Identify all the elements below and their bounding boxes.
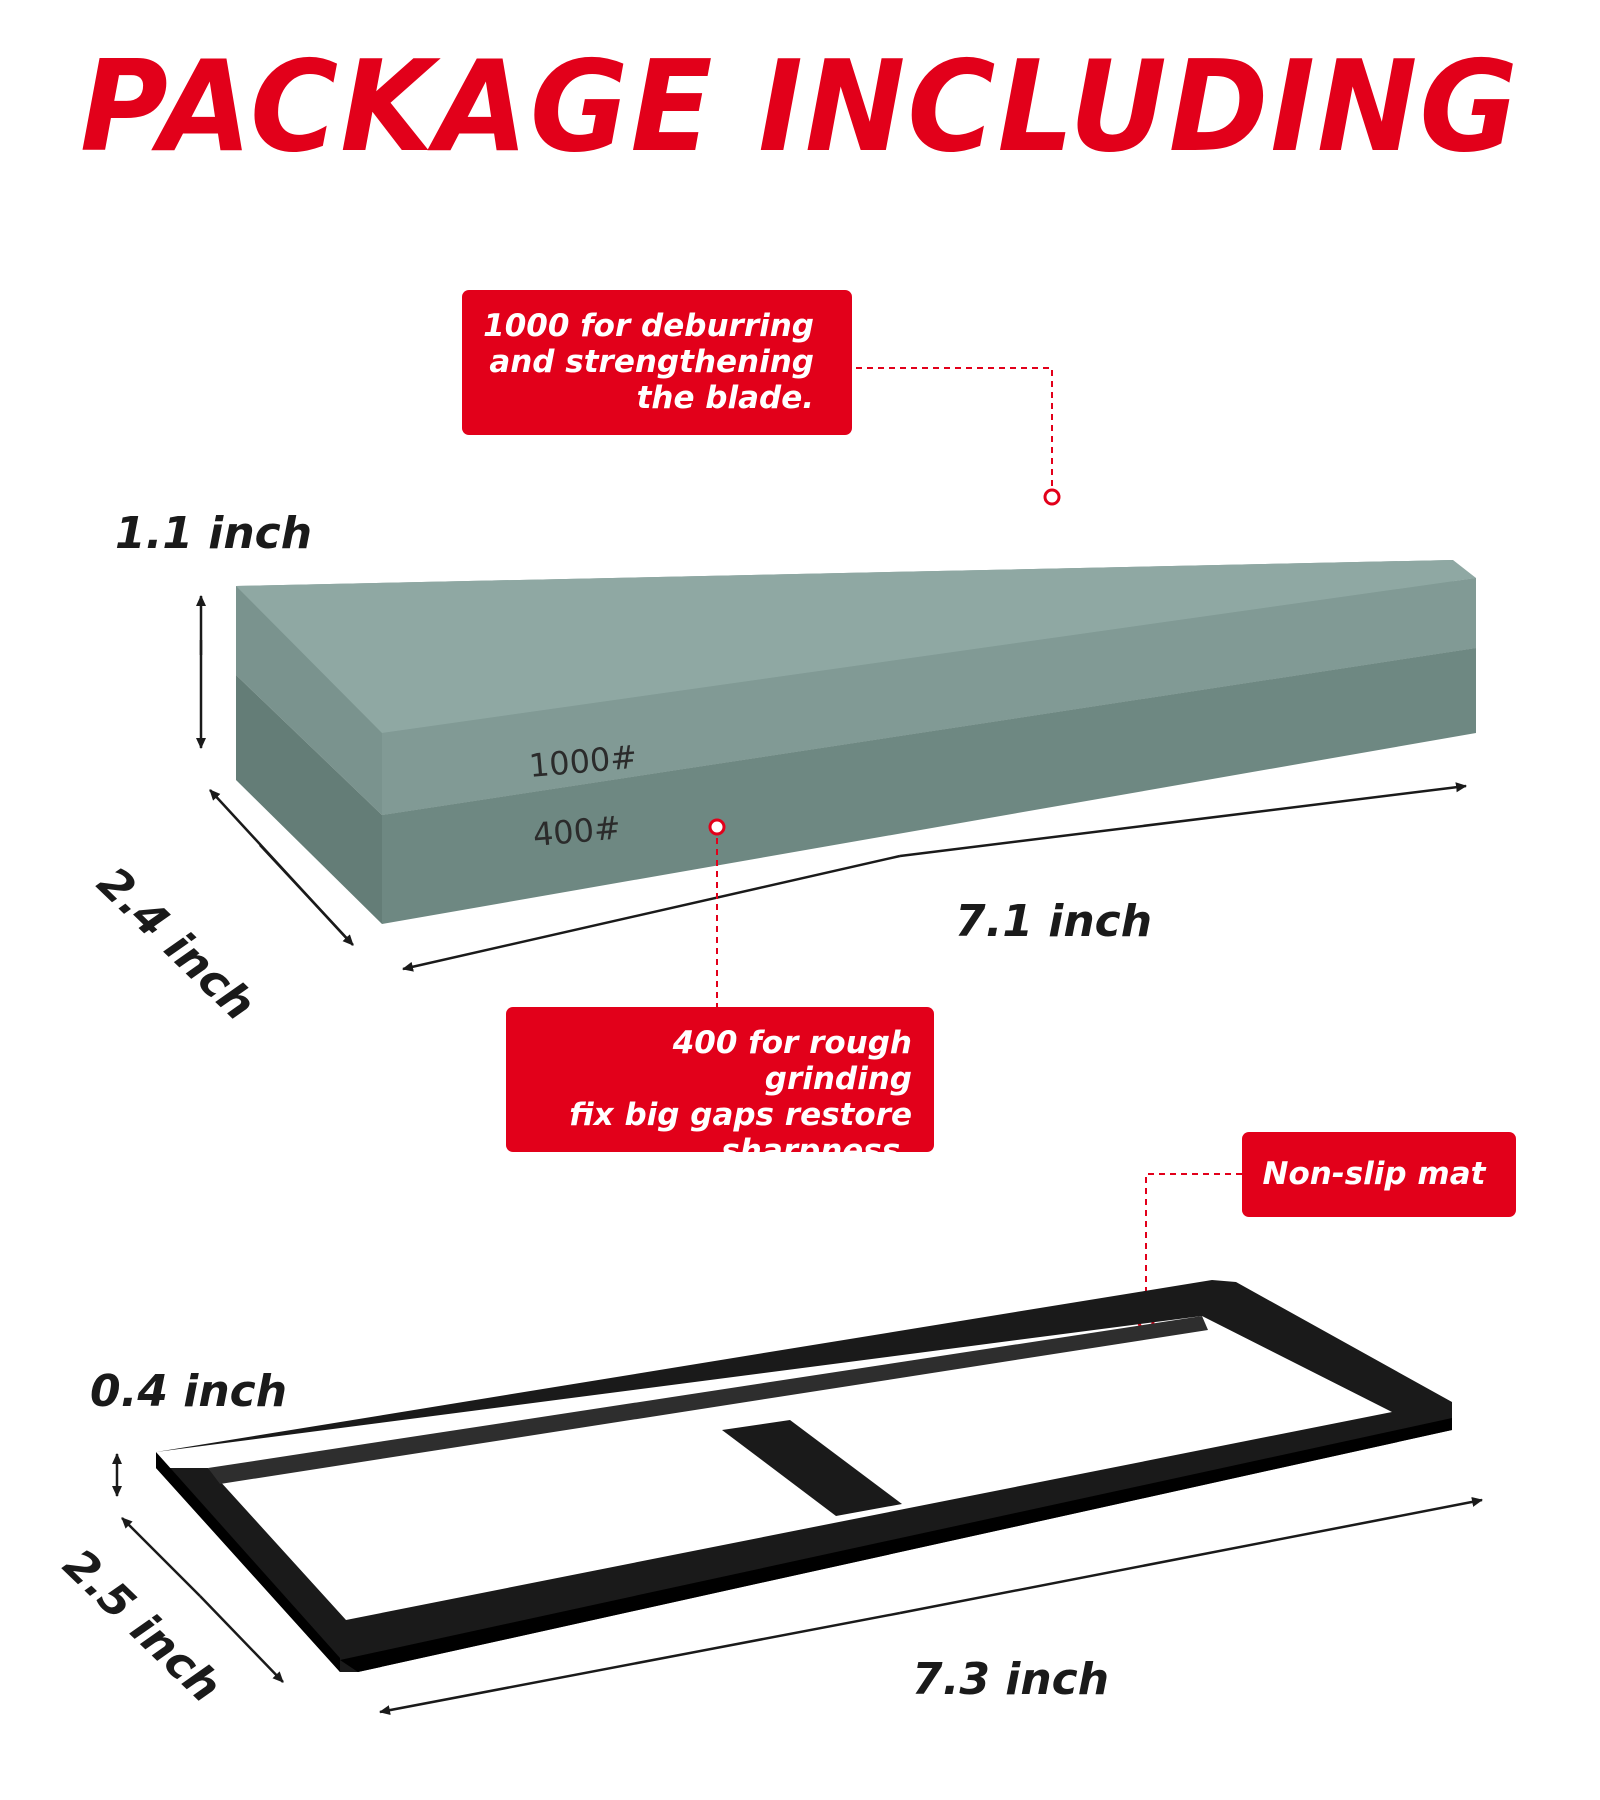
mat-center-divider [722, 1420, 902, 1516]
whetstone-left-upper [236, 586, 382, 815]
mat-depth-arrow-end [199, 1595, 284, 1683]
callout-coarse-line-2: fix big gaps restore [569, 1097, 912, 1133]
callout-coarse-line-3: sharpness. [721, 1133, 912, 1169]
stone-length-arrow [899, 782, 1467, 858]
whetstone-top-slab [236, 560, 1476, 733]
leader-fine [856, 367, 1053, 497]
mat-length-label: 7.3 inch [912, 1654, 1110, 1705]
mat-depth-arrow [121, 1517, 201, 1597]
callout-coarse-line-1: 400 for rough grinding [672, 1025, 912, 1097]
whetstone-front-upper [382, 578, 1476, 815]
whetstone-left-lower [236, 675, 382, 924]
stone-height-label: 1.1 inch [115, 508, 313, 559]
whetstone-front-lower [382, 648, 1476, 924]
stone-length-arrow-start [402, 854, 901, 972]
non-slip-mat [156, 1280, 1452, 1672]
mat-front-edge [340, 1418, 1452, 1672]
page-title: PACKAGE INCLUDING [80, 34, 1520, 181]
mat-inner-rim [208, 1316, 1208, 1484]
leader-coarse-dot [708, 818, 726, 836]
stone-length-label: 7.1 inch [955, 896, 1153, 947]
mat-left-edge [156, 1452, 340, 1672]
callout-fine-line-3: the blade. [636, 380, 814, 416]
callout-coarse-grit: 400 for rough grinding fix big gaps rest… [506, 1007, 934, 1169]
grit-label-400: 400# [531, 808, 622, 854]
callout-fine-line-1: 1000 for deburring [483, 308, 814, 344]
whetstone [236, 560, 1476, 924]
callout-fine-line-2: and strengthening [489, 344, 814, 380]
grit-label-1000: 1000# [527, 738, 638, 785]
callout-non-slip-mat: Non-slip mat [1242, 1132, 1516, 1217]
mat-height-label: 0.4 inch [90, 1366, 288, 1417]
mat-length-arrow [899, 1496, 1483, 1615]
stone-depth-arrow-end [259, 844, 354, 946]
mat-length-arrow-start [379, 1611, 901, 1716]
callout-fine-grit: 1000 for deburring and strengthening the… [462, 290, 852, 435]
leader-fine-dot [1043, 488, 1061, 506]
